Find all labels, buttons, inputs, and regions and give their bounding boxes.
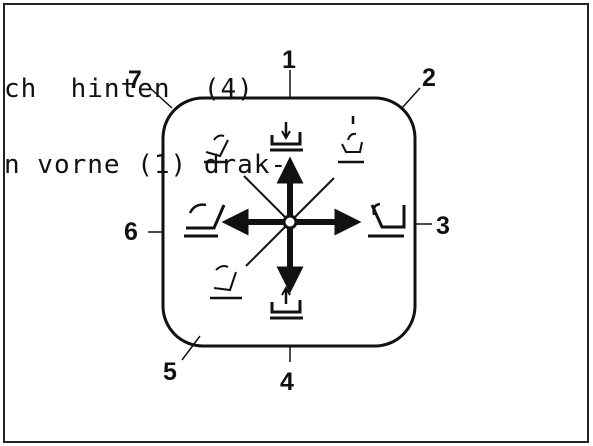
bucket-symbol-up-right (338, 116, 364, 164)
callout-4: 4 (280, 368, 294, 396)
callout-2: 2 (422, 64, 436, 92)
bucket-symbol-down-left (210, 265, 242, 300)
diagonal-up-right (289, 177, 335, 223)
joystick-arrows (221, 156, 362, 294)
callout-3: 3 (436, 212, 450, 240)
bucket-symbol-up (270, 122, 303, 152)
bucket-symbol-left (184, 203, 226, 238)
callout-5: 5 (163, 358, 177, 386)
control-panel (161, 96, 417, 348)
leader-lines (148, 70, 432, 362)
callout-1: 1 (282, 46, 296, 74)
callout-6: 6 (124, 218, 138, 246)
diagonal-down-left (245, 221, 291, 267)
callout-7: 7 (128, 66, 142, 94)
outer-frame (3, 3, 589, 443)
diagonal-up-left (243, 175, 291, 223)
bucket-symbol-up-left (204, 134, 229, 164)
joystick-center (282, 214, 298, 230)
bucket-symbol-down (270, 285, 303, 320)
bucket-symbol-right (368, 202, 406, 238)
